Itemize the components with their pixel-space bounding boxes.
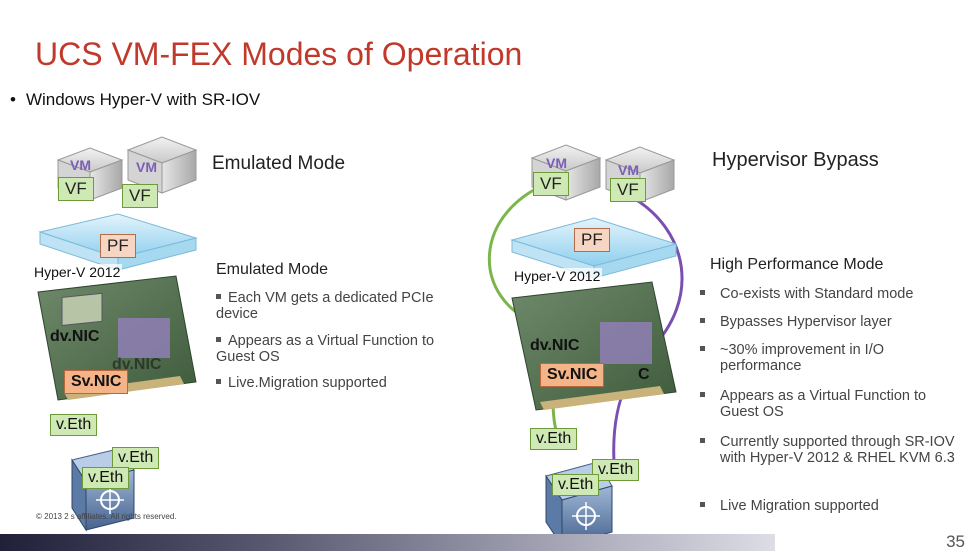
- subtitle-bullet: • Windows Hyper-V with SR-IOV: [10, 90, 260, 110]
- subtitle-bullet-text: Windows Hyper-V with SR-IOV: [25, 90, 261, 109]
- right-bullet-5-text: Currently supported through SR-IOV with …: [720, 434, 955, 466]
- right-vm-cube-2: VM: [604, 146, 676, 203]
- right-bullet-1: Co-exists with Standard mode: [700, 286, 950, 302]
- right-bullet-5: Currently supported through SR-IOV with …: [700, 434, 960, 466]
- right-dvnic-label: dv.NIC: [530, 337, 580, 354]
- left-bullet-3-text: Live.Migration supported: [228, 375, 387, 391]
- right-vf-badge-1: VF: [533, 172, 569, 196]
- right-bullet-4: Appears as a Virtual Function to Guest O…: [700, 388, 960, 420]
- bullet-square-icon: [216, 379, 221, 384]
- page-number: 35: [946, 532, 965, 551]
- right-bullet-4-text: Appears as a Virtual Function to Guest O…: [720, 388, 927, 420]
- left-veth-badge-1: v.Eth: [50, 414, 98, 436]
- left-dvnic-ghost-label: dv.NIC: [112, 356, 162, 373]
- right-bullet-2: Bypasses Hypervisor layer: [700, 314, 950, 330]
- right-veth-badge-2: v.Eth: [592, 459, 640, 481]
- right-bullet-3: ~30% improvement in I/O performance: [700, 342, 960, 374]
- svg-text:VM: VM: [70, 157, 91, 173]
- right-veth-badge-1: v.Eth: [530, 428, 578, 450]
- left-vf-badge-2: VF: [122, 184, 158, 208]
- left-section-heading: Emulated Mode: [216, 261, 329, 278]
- right-bullet-3-text: ~30% improvement in I/O performance: [720, 342, 885, 374]
- svg-text:VM: VM: [546, 155, 567, 171]
- left-svnic-badge: Sv.NIC: [64, 370, 129, 394]
- left-vm-cube-2: VM: [126, 136, 198, 194]
- copyright-text: © 2013 2 s affiliates. All rights reserv…: [36, 512, 177, 521]
- right-svnic-tail: C: [638, 366, 650, 383]
- left-hypervisor-label: Hyper-V 2012: [32, 264, 123, 280]
- left-veth-badge-2: v.Eth: [112, 447, 160, 469]
- right-section-heading: High Performance Mode: [710, 256, 884, 273]
- right-veth-badge-3: v.Eth: [552, 474, 600, 496]
- left-bullet-1: Each VM gets a dedicated PCIe device: [216, 290, 466, 322]
- footer-gradient-bar: [0, 534, 775, 551]
- bullet-square-icon: [700, 318, 705, 323]
- svg-text:VM: VM: [618, 162, 639, 178]
- left-veth-badge-3: v.Eth: [82, 467, 130, 489]
- left-pf-badge: PF: [100, 234, 136, 258]
- bullet-square-icon: [700, 392, 705, 397]
- page-title: UCS VM-FEX Modes of Operation: [35, 36, 523, 72]
- right-mode-title: Hypervisor Bypass: [712, 149, 879, 171]
- right-vf-badge-2: VF: [610, 178, 646, 202]
- left-bullet-1-text: Each VM gets a dedicated PCIe device: [216, 290, 434, 322]
- left-mode-title: Emulated Mode: [212, 153, 346, 174]
- right-bullet-2-text: Bypasses Hypervisor layer: [720, 314, 892, 330]
- right-hypervisor-label: Hyper-V 2012: [512, 268, 603, 284]
- left-bullet-2-text: Appears as a Virtual Function to Guest O…: [216, 333, 435, 365]
- left-bullet-3: Live.Migration supported: [216, 375, 466, 391]
- right-svnic-badge: Sv.NIC: [540, 363, 605, 387]
- bullet-square-icon: [700, 438, 705, 443]
- right-pf-badge: PF: [574, 228, 610, 252]
- bullet-square-icon: [700, 346, 705, 351]
- bullet-square-icon: [700, 502, 705, 507]
- left-dvnic-label: dv.NIC: [50, 328, 100, 345]
- bullet-dot-icon: •: [10, 90, 16, 109]
- right-bullet-1-text: Co-exists with Standard mode: [720, 286, 914, 302]
- svg-text:VM: VM: [136, 159, 157, 175]
- bullet-square-icon: [700, 290, 705, 295]
- right-bullet-6-text: Live Migration supported: [720, 498, 879, 514]
- bullet-square-icon: [216, 337, 221, 342]
- right-bullet-6: Live Migration supported: [700, 498, 950, 514]
- bullet-square-icon: [216, 294, 221, 299]
- left-bullet-2: Appears as a Virtual Function to Guest O…: [216, 333, 466, 365]
- left-vf-badge-1: VF: [58, 177, 94, 201]
